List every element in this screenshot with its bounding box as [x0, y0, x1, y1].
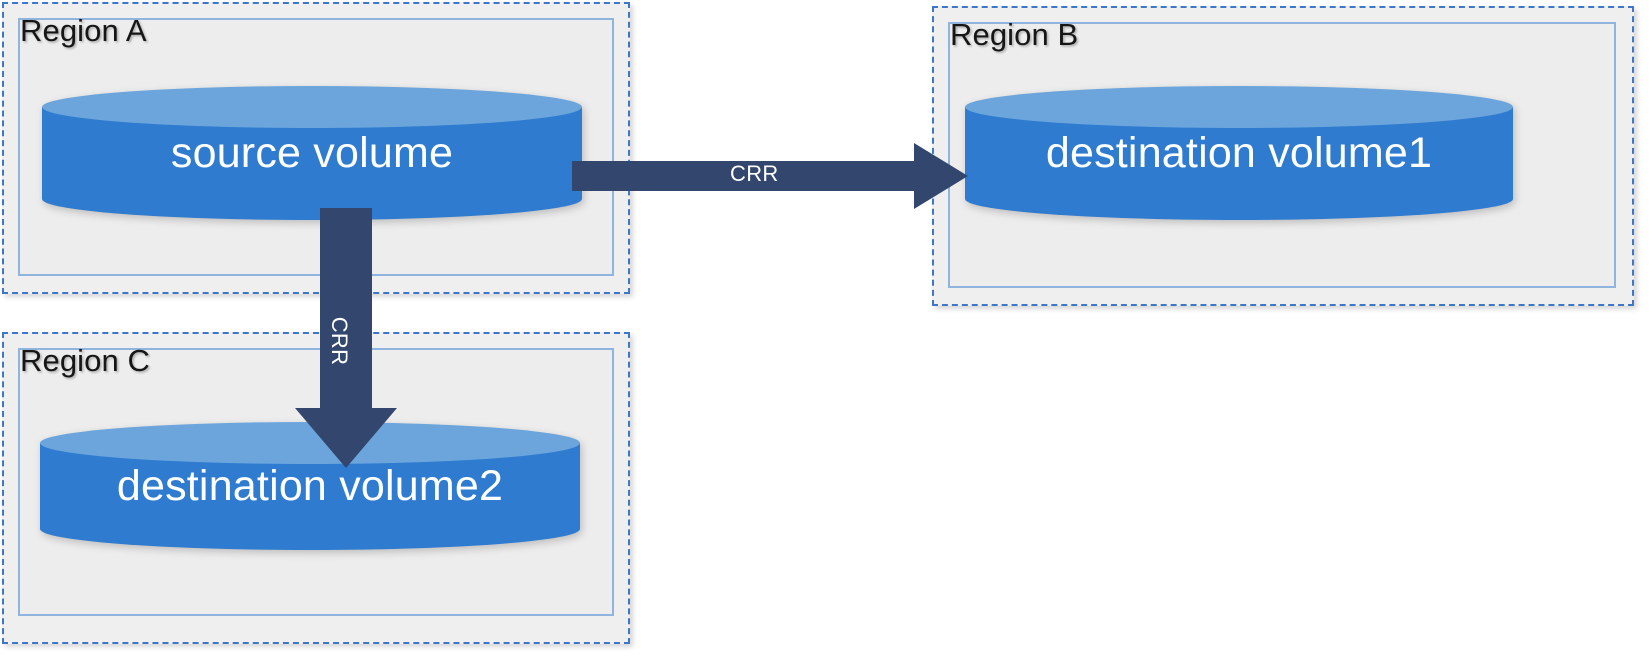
source-volume-label: source volume [170, 128, 454, 177]
source-volume-cylinder[interactable]: source volume [42, 86, 582, 220]
cylinder-top-ellipse [42, 86, 582, 128]
crr-label-horizontal: CRR [730, 161, 779, 186]
cylinder-top-ellipse [40, 422, 580, 464]
crr-arrow-horizontal [572, 143, 968, 209]
crr-arrow-vertical [295, 208, 397, 468]
crr-label-vertical: CRR [327, 316, 352, 366]
region-b-container: Region B destination volume1 [932, 6, 1634, 306]
region-c-container: Region C destination volume2 [2, 332, 630, 644]
region-a-container: Region A source volume [2, 2, 630, 294]
destination-volume2-cylinder[interactable]: destination volume2 [40, 422, 580, 550]
destination-volume2-label: destination volume2 [116, 461, 504, 510]
arrow-down-shape [295, 208, 397, 468]
region-b-label: Region B [950, 17, 1079, 52]
cylinder-top-ellipse [965, 86, 1513, 128]
region-c-label: Region C [20, 343, 151, 378]
arrow-right-shape [572, 143, 968, 209]
destination-volume1-label: destination volume1 [1045, 128, 1433, 177]
destination-volume1-cylinder[interactable]: destination volume1 [965, 86, 1513, 220]
region-a-label: Region A [20, 13, 147, 48]
